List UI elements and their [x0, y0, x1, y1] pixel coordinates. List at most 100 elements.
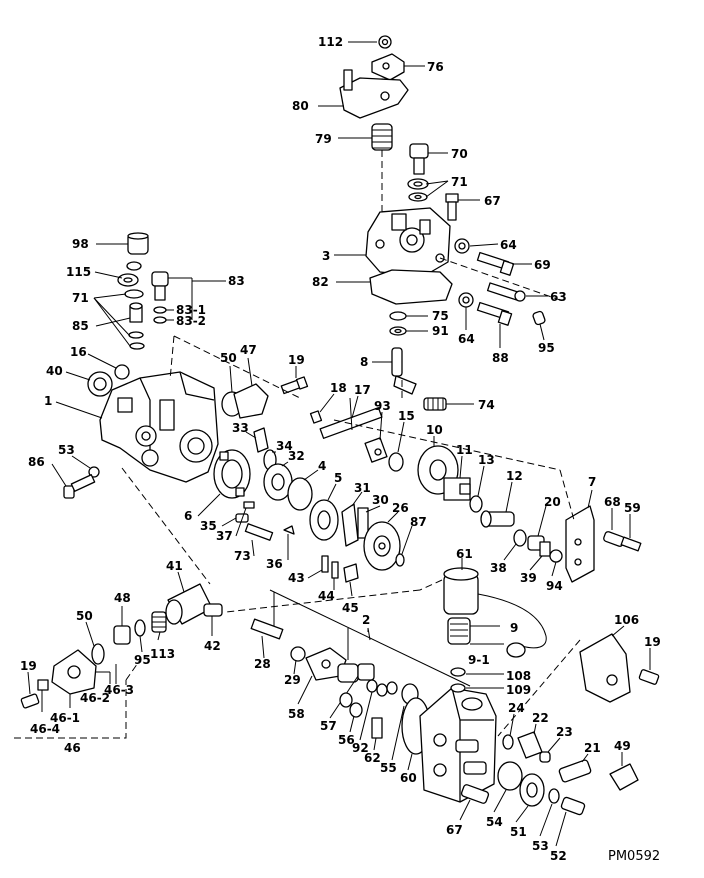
part-48-spring: [113, 625, 131, 645]
callout-28: 28: [254, 657, 271, 671]
callout-71-top: 71: [451, 175, 468, 189]
callout-3: 3: [322, 249, 330, 263]
part-4-drive-plate: [287, 477, 313, 511]
part-46-timer-cover: [51, 649, 97, 695]
part-71-washers-b: [124, 289, 145, 350]
part-88-bolt: [476, 301, 513, 326]
callout-76: 76: [427, 60, 444, 74]
callout-53-a: 53: [58, 443, 75, 457]
callout-22: 22: [532, 711, 549, 725]
governor-cover-group: [318, 35, 548, 348]
callout-71-left: 71: [72, 291, 89, 305]
callout-88: 88: [492, 351, 509, 365]
drawing-code: PM0592: [608, 849, 660, 864]
callout-21: 21: [584, 741, 601, 755]
part-87-ring: [395, 553, 405, 567]
part-15-ring: [388, 452, 404, 472]
callout-52: 52: [550, 849, 567, 863]
assembly-guides: [121, 257, 581, 737]
part-39-screw: [539, 541, 551, 557]
part-56-washer: [339, 692, 363, 718]
callout-48: 48: [114, 591, 131, 605]
callout-56: 56: [338, 733, 355, 747]
part-61-solenoid: [443, 567, 547, 649]
part-49-clip: [609, 763, 639, 791]
part-51-plug: [519, 773, 545, 807]
part-32-coupling: [263, 463, 293, 501]
callout-5: 5: [334, 471, 342, 485]
part-42-screw: [203, 603, 223, 617]
part-115-fitting: [117, 261, 142, 287]
callout-70: 70: [451, 147, 468, 161]
callout-33: 33: [232, 421, 249, 435]
part-79-spring: [371, 123, 393, 151]
callout-85: 85: [72, 319, 89, 333]
callout-8: 8: [360, 355, 368, 369]
callout-1: 1: [44, 394, 52, 408]
part-93-plate: [364, 437, 388, 463]
callout-113: 113: [150, 647, 175, 661]
callout-108: 108: [506, 669, 531, 683]
callout-54: 54: [486, 815, 503, 829]
hydraulic-head-group: [250, 589, 497, 803]
part-21-valve: [558, 759, 592, 783]
part-94-nut: [549, 549, 563, 563]
callout-67-bottom: 67: [446, 823, 463, 837]
callout-86: 86: [28, 455, 45, 469]
part-64-nut-a: [454, 238, 470, 254]
part-22-fitting: [517, 731, 543, 759]
part-76-bracket: [371, 53, 405, 81]
callout-18: 18: [330, 381, 347, 395]
part-12-pin: [480, 510, 515, 528]
timer-group: [14, 571, 223, 739]
callout-92: 92: [352, 741, 369, 755]
callout-47: 47: [240, 343, 257, 357]
callout-68: 68: [604, 495, 621, 509]
callout-61: 61: [456, 547, 473, 561]
callout-49: 49: [614, 739, 631, 753]
callout-69: 69: [534, 258, 551, 272]
part-24-o-ring: [502, 734, 514, 750]
callout-9-1: 9-1: [468, 653, 490, 667]
callout-82: 82: [312, 275, 329, 289]
part-1-pump-housing: [99, 371, 219, 483]
callout-95-bottom: 95: [134, 653, 151, 667]
callout-4: 4: [318, 459, 326, 473]
part-98-plug: [127, 232, 149, 255]
callout-40: 40: [46, 364, 63, 378]
callout-43: 43: [288, 571, 305, 585]
callout-63: 63: [550, 290, 567, 304]
part-58-plate: [305, 647, 347, 681]
callout-83-2: 83-2: [176, 314, 206, 328]
part-95-o-ring-b: [134, 619, 146, 637]
part-69-bolt: [476, 251, 515, 276]
part-17-drive-shaft: [319, 397, 383, 439]
part-67-bolt-b: [460, 784, 490, 804]
callout-51: 51: [510, 825, 527, 839]
callout-79: 79: [315, 132, 332, 146]
callout-17: 17: [354, 383, 371, 397]
part-113-spring: [151, 611, 167, 633]
part-47-cover-plate: [233, 383, 269, 419]
part-62-screw: [371, 717, 383, 739]
part-83-fitting: [151, 271, 169, 301]
part-30-plunger: [357, 507, 369, 539]
part-41-timer-piston: [165, 583, 213, 625]
callout-94: 94: [546, 579, 563, 593]
part-19-screw-b: [20, 693, 40, 709]
part-67-screw: [445, 193, 459, 221]
part-8-governor-lever: [391, 347, 417, 395]
callout-11: 11: [456, 443, 473, 457]
part-64-nut-b: [458, 292, 474, 308]
callout-20: 20: [544, 495, 561, 509]
part-75-o-ring: [389, 311, 407, 321]
callout-80: 80: [292, 99, 309, 113]
part-28-bolt: [250, 618, 284, 640]
solenoid-group: [419, 558, 547, 693]
callout-112: 112: [318, 35, 343, 49]
callout-91: 91: [432, 324, 449, 338]
outlet-fittings-group: [459, 625, 660, 847]
part-9-valve: [447, 617, 526, 658]
part-3-governor-cover: [365, 207, 451, 277]
callout-93: 93: [374, 399, 391, 413]
